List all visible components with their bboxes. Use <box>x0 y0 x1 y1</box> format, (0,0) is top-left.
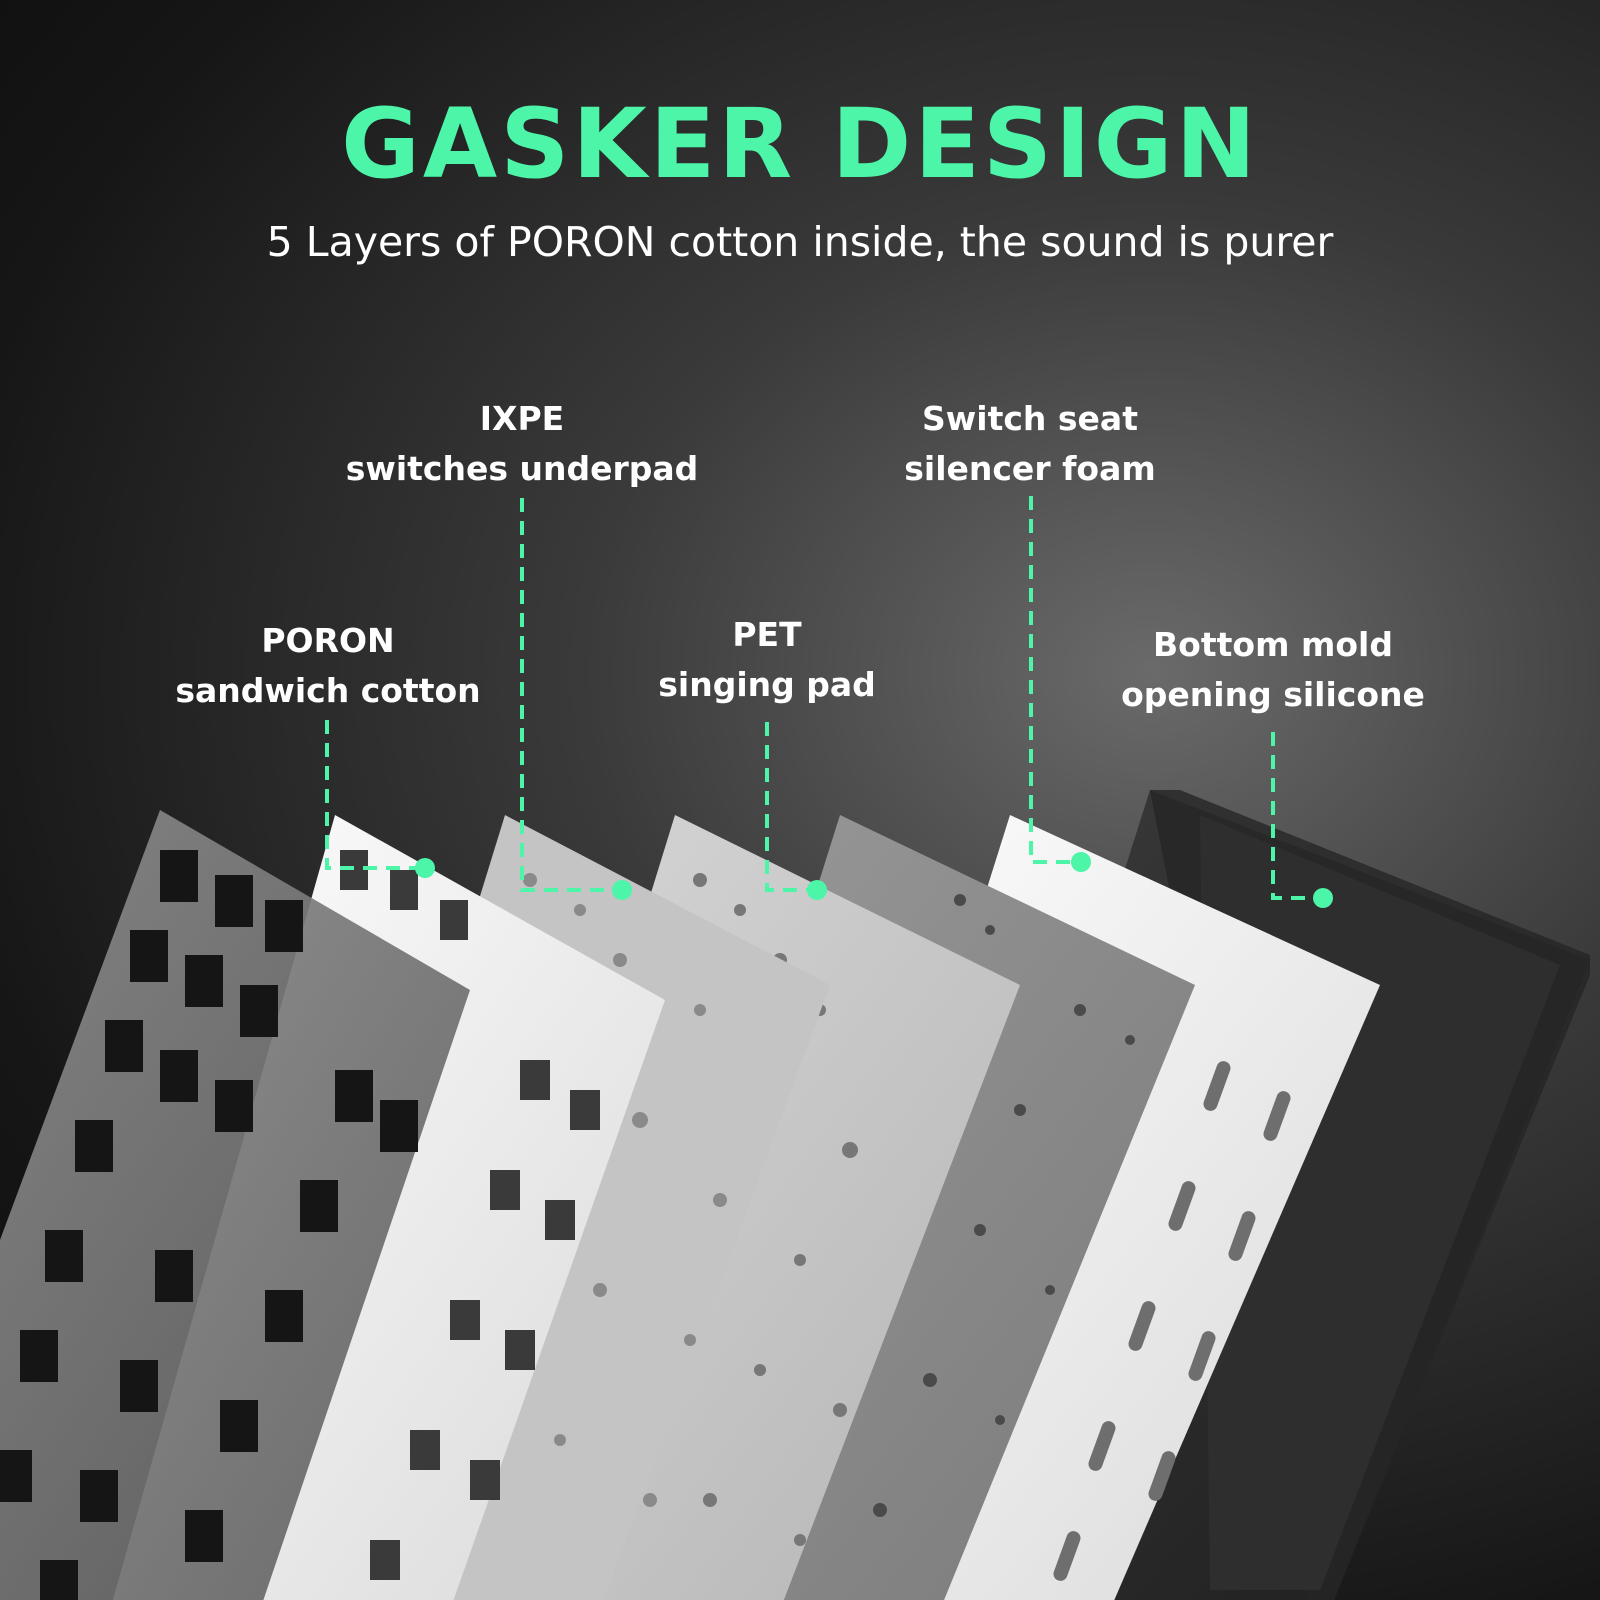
callout-label-bottom-mold: Bottom mold opening silicone <box>1121 620 1425 720</box>
callout-label-line: switches underpad <box>345 449 699 488</box>
leader-dot-poron <box>415 858 435 878</box>
callout-label-ixpe: IXPE switches underpad <box>346 394 699 494</box>
leader-line-bottom-mold <box>1271 732 1323 900</box>
leader-dot-bottom-mold <box>1313 888 1333 908</box>
callout-label-switch-seat: Switch seat silencer foam <box>904 394 1156 494</box>
callout-label-line: singing pad <box>658 665 876 704</box>
leader-dot-ixpe <box>612 880 632 900</box>
callout-label-pet: PET singing pad <box>658 610 876 710</box>
leader-line-poron <box>325 720 425 870</box>
callout-label-line: Bottom mold <box>1153 625 1393 664</box>
callout-label-line: sandwich cotton <box>175 671 481 710</box>
callout-label-line: Switch seat <box>922 399 1138 438</box>
leader-line-ixpe <box>520 498 622 892</box>
callout-leaders <box>325 496 1323 900</box>
page-title: GASKER DESIGN <box>341 88 1259 200</box>
callout-label-line: IXPE <box>479 399 565 438</box>
callout-label-line: silencer foam <box>904 449 1156 488</box>
frosted-plate-layer <box>0 810 470 1600</box>
leader-line-switch-seat <box>1029 496 1081 864</box>
callout-dots <box>415 852 1333 908</box>
callout-label-line: PET <box>732 615 802 654</box>
leader-dot-switch-seat <box>1071 852 1091 872</box>
page-subtitle: 5 Layers of PORON cotton inside, the sou… <box>266 218 1334 266</box>
leader-dot-pet <box>807 880 827 900</box>
callout-label-line: opening silicone <box>1121 675 1425 714</box>
callout-label-poron: PORON sandwich cotton <box>175 616 480 716</box>
callout-label-line: PORON <box>261 621 395 660</box>
leader-line-pet <box>765 722 817 892</box>
